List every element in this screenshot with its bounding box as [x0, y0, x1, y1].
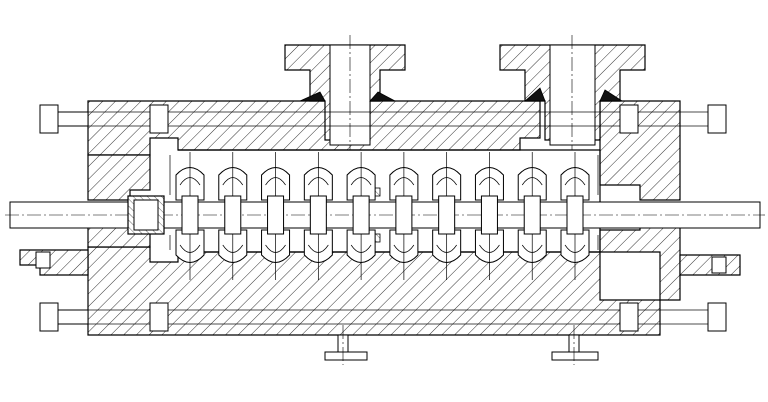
- impeller-stage: [303, 152, 333, 280]
- tie-bolt-top: [39, 104, 727, 134]
- support-foot-right: [551, 325, 599, 365]
- impeller-stage: [218, 152, 248, 280]
- impeller-stage: [346, 152, 376, 280]
- impeller-stage: [389, 152, 419, 280]
- impeller-stage: [560, 152, 590, 280]
- weld-right-icon: [599, 89, 624, 102]
- weld-left-icon: [523, 87, 546, 102]
- diffuser-group: [169, 155, 599, 250]
- support-foot-left: [324, 325, 368, 365]
- shaft-seal-left: [127, 195, 165, 235]
- pump-shaft: [5, 201, 765, 229]
- bearing-housing-right: [679, 254, 741, 276]
- impeller-stage: [474, 152, 504, 280]
- impeller-stage: [432, 152, 462, 280]
- weld-left-icon: [299, 91, 326, 102]
- impeller-group: [175, 152, 590, 280]
- impeller-stage: [175, 152, 205, 280]
- weld-right-icon: [369, 91, 396, 102]
- discharge-nozzle: [499, 44, 646, 146]
- impeller-stage: [261, 152, 291, 280]
- impeller-stage: [517, 152, 547, 280]
- bearing-housing-left: [19, 249, 89, 276]
- tie-bolt-bottom: [39, 302, 727, 332]
